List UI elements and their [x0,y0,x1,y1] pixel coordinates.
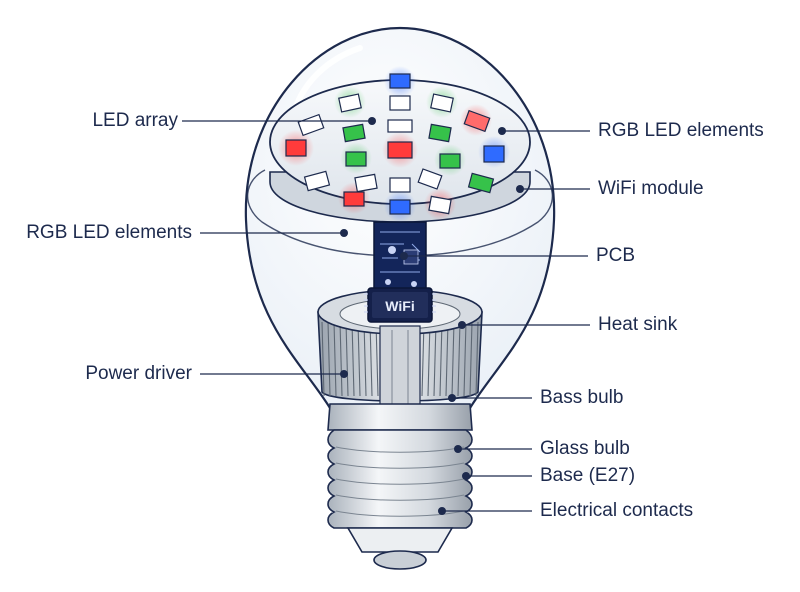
label-power-driver: Power driver [85,363,192,384]
label-wifi-module: WiFi module [598,178,704,199]
wifi-chip: WiFi [364,287,436,323]
heat-sink-fin [451,321,455,397]
heat-sink-fin [469,321,473,397]
leader-lines [182,120,590,512]
label-electrical-contacts: Electrical contacts [540,500,694,521]
anchor-dots [340,117,524,515]
heat-sink-fin [445,321,449,397]
label-base-e27: Base (E27) [540,465,636,486]
heat-sink-fin [339,321,343,397]
label-heat-sink: Heat sink [598,314,678,335]
heat-sink-fin [457,321,461,397]
heat-sink-fin [427,321,431,397]
heat-sink-fin [463,321,467,397]
led-elements [285,73,505,215]
heat-sink-fin [433,321,437,397]
heat-sink-fin [333,321,337,397]
label-bass-bulb: Bass bulb [540,387,624,408]
label-led-array: LED array [92,110,178,131]
heat-sink-fin [421,321,425,397]
heat-sink-fin [357,321,361,397]
power-driver [379,325,421,407]
heat-sink-fin [363,321,367,397]
heat-sink-fin [375,321,379,397]
heat-sink-fin [351,321,355,397]
label-glass-bulb: Glass bulb [540,438,630,459]
label-rgb-led-elements-left: RGB LED elements [26,222,192,243]
heat-sink-fin [345,321,349,397]
chip-label: WiFi [385,298,414,314]
heat-sink-fin [439,321,443,397]
heat-sink-fin [327,321,331,397]
heat-sink-fin [475,321,479,397]
e27-base [327,403,473,570]
heat-sink-fin [321,321,325,397]
label-rgb-led-elements-right: RGB LED elements [598,120,764,141]
heat-sink-fin [369,321,373,397]
label-pcb: PCB [596,245,636,266]
